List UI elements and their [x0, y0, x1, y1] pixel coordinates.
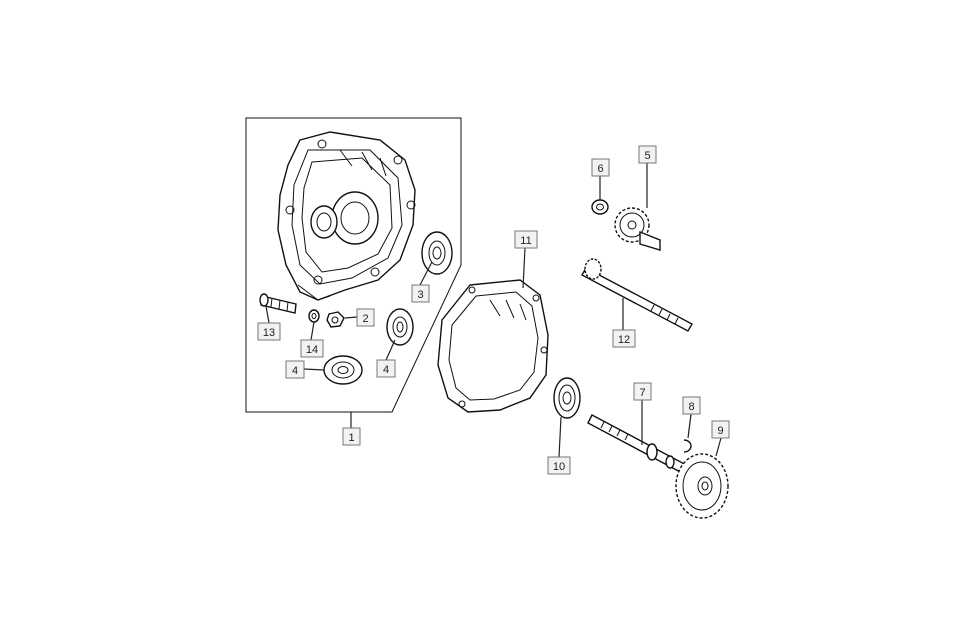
callout-7: 7 [633, 382, 652, 401]
callout-6: 6 [591, 158, 610, 177]
bearing-part-3[interactable] [421, 231, 453, 275]
gasket-part-11[interactable] [437, 279, 549, 413]
final-shaft-part-7[interactable] [587, 414, 691, 476]
callout-3: 3 [411, 284, 430, 303]
callout-2: 2 [356, 308, 375, 327]
callout-14: 14 [300, 339, 324, 358]
callout-label-10: 10 [553, 461, 565, 473]
callout-label-2: 2 [362, 313, 368, 325]
callout-4b: 4 [376, 359, 396, 378]
washer-part-14[interactable] [308, 309, 320, 323]
callout-label-11: 11 [520, 235, 531, 247]
callout-9: 9 [711, 420, 730, 439]
transmission-cover-part[interactable] [277, 131, 416, 301]
callout-10: 10 [547, 456, 571, 475]
callout-13: 13 [257, 322, 281, 341]
assembly-frame [245, 117, 462, 413]
callout-label-12: 12 [618, 334, 630, 346]
callout-label-1: 1 [348, 432, 354, 444]
final-gear-part-9[interactable] [675, 453, 729, 519]
callout-11: 11 [514, 230, 538, 249]
stud-bolt-part-13[interactable] [259, 293, 297, 314]
bearing-part-4b[interactable] [386, 308, 414, 346]
callout-label-3: 3 [417, 289, 423, 301]
callout-5: 5 [638, 145, 657, 164]
callout-label-9: 9 [717, 425, 723, 437]
washer-part-6[interactable] [591, 199, 609, 215]
callout-label-5: 5 [644, 150, 650, 162]
circlip-part-8[interactable] [683, 439, 692, 453]
callout-label-4b: 4 [383, 364, 389, 376]
leader-lines [265, 163, 722, 458]
callout-label-6: 6 [597, 163, 603, 175]
callout-label-14: 14 [306, 344, 318, 356]
countershaft-part-12[interactable] [581, 258, 693, 332]
callout-label-13: 13 [263, 327, 275, 339]
callout-1: 1 [342, 427, 361, 446]
callout-label-4a: 4 [292, 365, 298, 377]
callout-label-8: 8 [688, 401, 694, 413]
oil-seal-part-10[interactable] [553, 377, 581, 419]
nut-part-2[interactable] [326, 311, 345, 328]
callout-8: 8 [682, 396, 701, 415]
gear-part-5[interactable] [614, 207, 661, 251]
callout-4a: 4 [285, 360, 305, 379]
callout-label-7: 7 [639, 387, 645, 399]
bearing-part-4a[interactable] [323, 355, 363, 385]
callout-12: 12 [612, 329, 636, 348]
